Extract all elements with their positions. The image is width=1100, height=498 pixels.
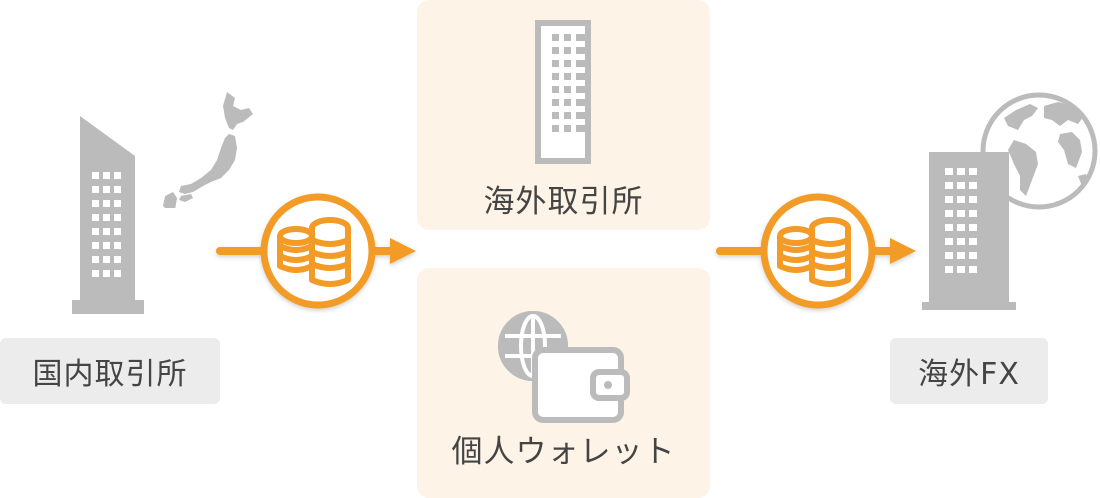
building-outline-icon [535, 20, 591, 164]
globe-wallet-icon [498, 311, 630, 423]
overseas-exchange-label: 海外取引所 [483, 184, 644, 220]
building-icon [922, 152, 1016, 310]
wallet-icon [532, 347, 630, 423]
japan-map-icon [163, 92, 253, 208]
coins-icon [277, 217, 351, 287]
domestic-exchange-label: 国内取引所 [0, 338, 220, 404]
overseas-fx-label: 海外FX [890, 338, 1048, 404]
transfer-arrow-1 [216, 193, 416, 309]
transfer-arrow-2 [716, 193, 916, 309]
personal-wallet-label: 個人ウォレット [451, 434, 676, 470]
coins-icon [777, 217, 851, 287]
personal-wallet-panel: 個人ウォレット [417, 268, 710, 498]
world-globe-icon [980, 92, 1098, 210]
building-icon [72, 116, 144, 314]
overseas-fx-node [920, 90, 1100, 320]
overseas-exchange-panel: 海外取引所 [417, 0, 710, 230]
domestic-exchange-node [60, 80, 260, 320]
